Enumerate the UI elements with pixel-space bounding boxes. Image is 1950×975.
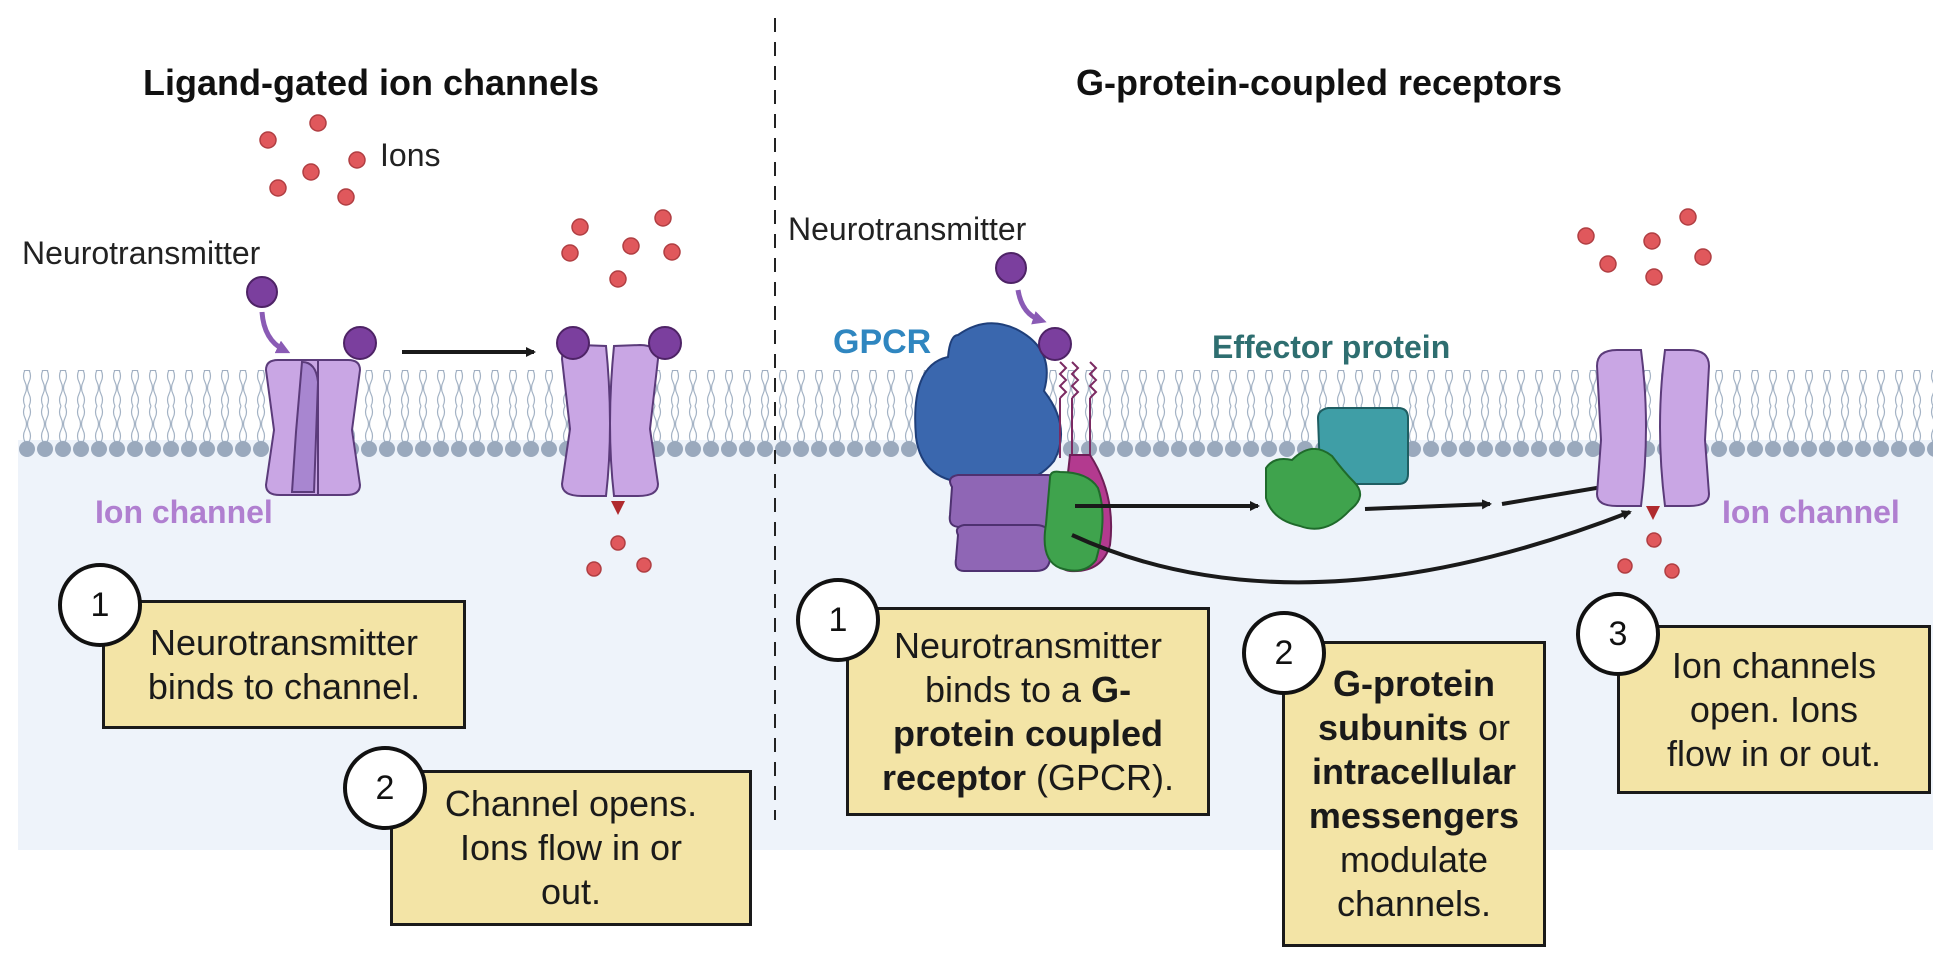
right-step-2-number: 2	[1242, 611, 1326, 695]
left-step-2-number: 2	[343, 746, 427, 830]
left-step-1-number: 1	[58, 563, 142, 647]
right-step-2-text: G-protein subunits or intracellular mess…	[1308, 663, 1520, 924]
neurotransmitter-molecule	[246, 276, 278, 308]
g-gamma-subunit	[954, 524, 1051, 572]
gpcr-label: GPCR	[833, 323, 931, 361]
right-neurotransmitter-label: Neurotransmitter	[788, 211, 1027, 247]
left-step-2-box: Channel opens. Ions flow in or out.	[390, 770, 752, 926]
right-ion-channel-label: Ion channel	[1722, 494, 1900, 530]
right-panel-title: G-protein-coupled receptors	[1076, 62, 1562, 103]
bound-neurotransmitter-left	[556, 326, 590, 360]
ion-channel-open	[560, 343, 660, 497]
right-step-3-box: Ion channels open. Ions flow in or out.	[1617, 625, 1931, 794]
lipid-anchors	[1058, 361, 1098, 458]
gpcr-binding-arrow	[1015, 289, 1047, 325]
g-protein-green-subunit	[1043, 470, 1104, 572]
ions-below-gpcr-channel	[1617, 532, 1680, 579]
gpcr-ion-channel	[1595, 349, 1711, 507]
effector-protein-green	[1265, 448, 1361, 530]
right-step-1-text: Neurotransmitter binds to a G-protein co…	[881, 624, 1175, 798]
ion-channel-closed	[264, 359, 362, 496]
ions-cluster	[259, 114, 366, 206]
left-ion-channel-label: Ion channel	[95, 494, 273, 530]
right-step-2-box: G-protein subunits or intracellular mess…	[1282, 641, 1546, 947]
bound-neurotransmitter-right	[648, 326, 682, 360]
g-beta-subunit	[948, 474, 1063, 528]
left-step-1-text: Neurotransmitter binds to channel.	[147, 621, 421, 707]
gpcr-bound-neurotransmitter	[1038, 327, 1072, 361]
right-step-3-text: Ion channels open. Ions flow in or out.	[1666, 644, 1882, 774]
ions-above-open-channel	[561, 209, 681, 288]
right-step-3-number: 3	[1576, 592, 1660, 676]
right-step-1-box: Neurotransmitter binds to a G-protein co…	[846, 607, 1210, 816]
left-step-2-text: Channel opens. Ions flow in or out.	[444, 783, 698, 912]
left-neurotransmitter-label: Neurotransmitter	[22, 235, 261, 271]
effector-protein-label: Effector protein	[1212, 329, 1450, 365]
left-panel-title: Ligand-gated ion channels	[143, 62, 599, 103]
ions-label: Ions	[380, 137, 440, 173]
gpcr-neurotransmitter	[995, 252, 1027, 284]
left-step-1-box: Neurotransmitter binds to channel.	[102, 600, 466, 729]
effector-arrow-segment-1	[1364, 499, 1492, 511]
ions-below-open-channel	[586, 535, 652, 577]
g-protein-to-channel-arrow	[1071, 510, 1632, 585]
bound-neurotransmitter	[343, 326, 377, 360]
binding-arrow	[259, 311, 291, 354]
ions-above-gpcr-channel	[1577, 208, 1712, 286]
right-step-1-number: 1	[796, 578, 880, 662]
